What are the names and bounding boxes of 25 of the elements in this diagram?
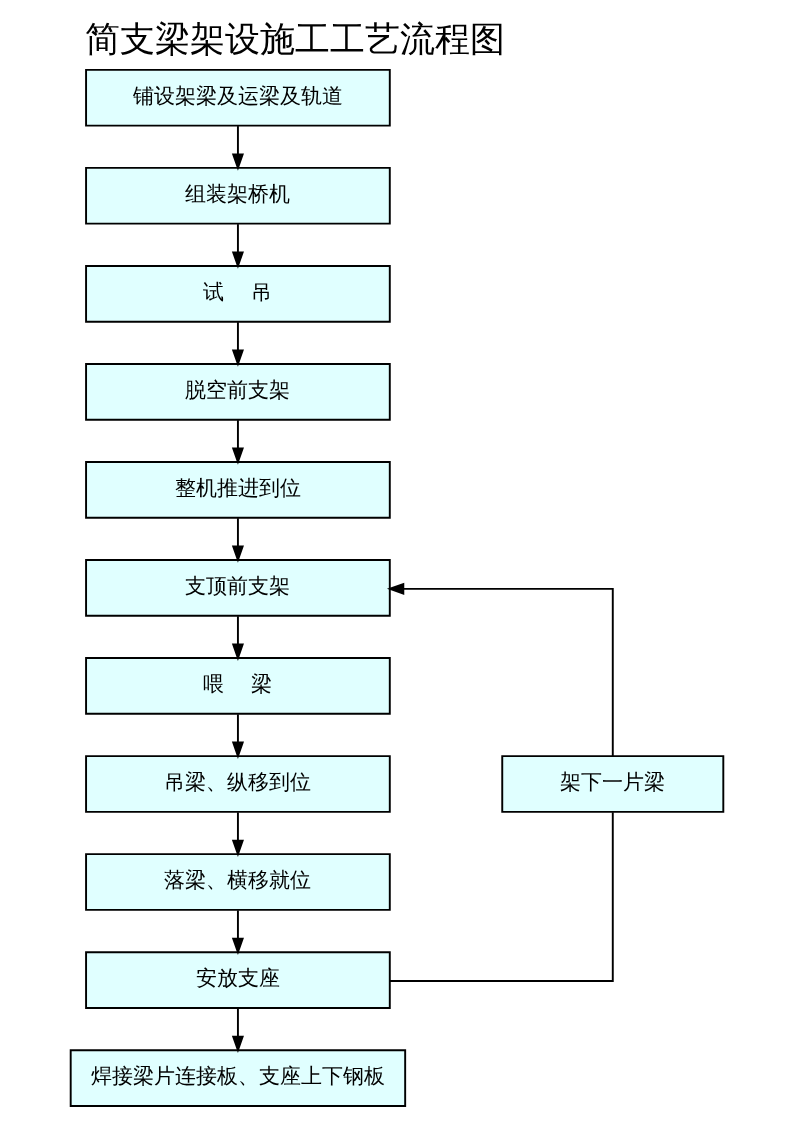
arrow xyxy=(231,419,244,465)
node-box: 试 吊 xyxy=(84,264,391,323)
node-box: 焊接梁片连接板、支座上下钢板 xyxy=(69,1049,406,1107)
node-box: 安放支座 xyxy=(84,951,391,1009)
node-box: 喂 梁 xyxy=(84,657,391,715)
node-box: 整机推进到位 xyxy=(84,461,391,519)
arrow xyxy=(231,713,244,759)
diagram-title: 简支梁架设施工工艺流程图 xyxy=(84,19,505,60)
arrow xyxy=(231,223,244,269)
arrow xyxy=(231,517,244,563)
connector xyxy=(388,811,614,982)
node-box: 落梁、横移就位 xyxy=(84,853,391,911)
node-box: 脱空前支架 xyxy=(84,363,391,421)
arrow xyxy=(231,1007,244,1054)
node-box: 架下一片梁 xyxy=(500,755,724,813)
arrow xyxy=(231,125,244,171)
node-box: 铺设架梁及运梁及轨道 xyxy=(84,68,391,127)
arrow xyxy=(231,909,244,955)
arrow xyxy=(231,615,244,661)
arrow xyxy=(231,321,244,367)
node-box: 吊梁、纵移到位 xyxy=(84,755,391,813)
arrow xyxy=(231,811,244,857)
node-box: 组装架桥机 xyxy=(84,166,391,225)
node-box: 支顶前支架 xyxy=(84,559,391,617)
arrow xyxy=(386,582,614,757)
